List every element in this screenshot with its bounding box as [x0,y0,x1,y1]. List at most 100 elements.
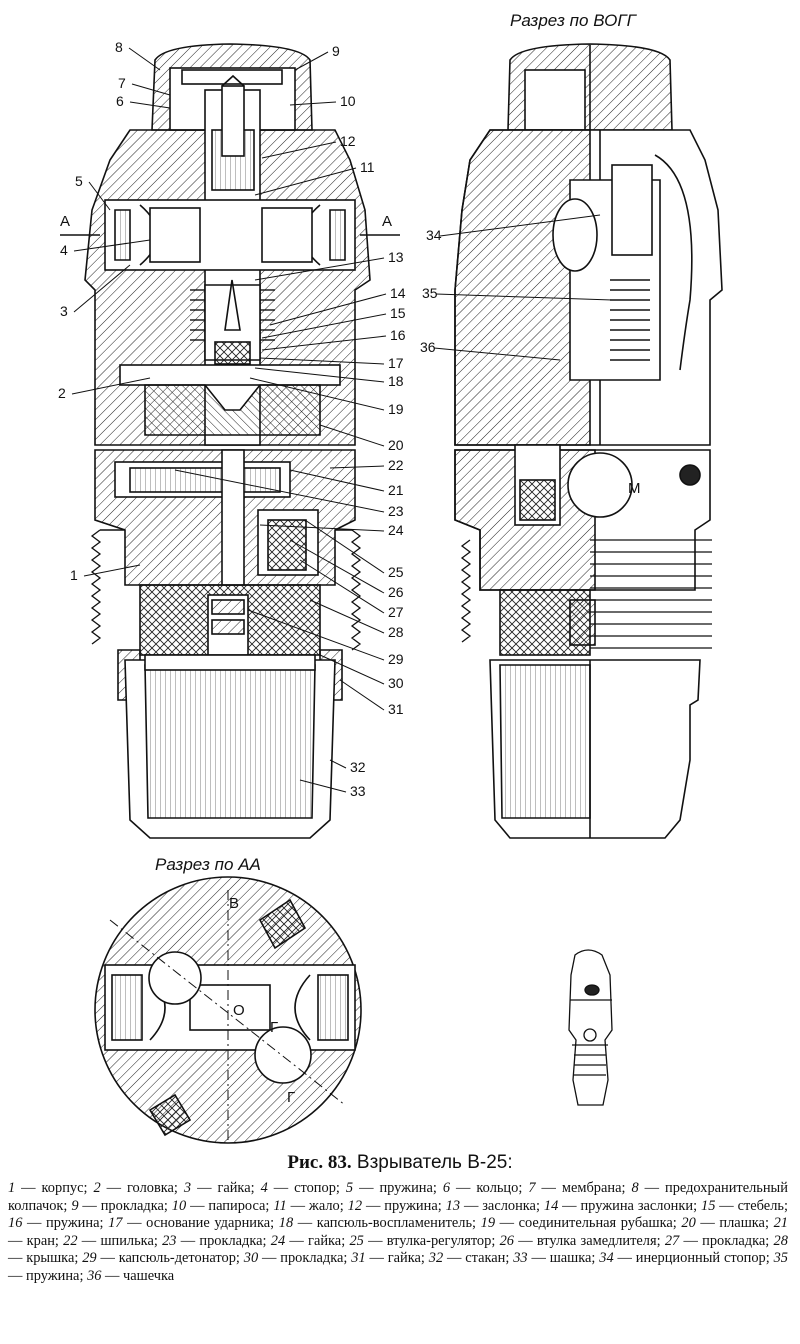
mark-g-top: Г [270,1019,278,1036]
callout-24: 24 [388,522,404,538]
figure-caption: Рис. 83. Взрыватель В-25: 1 — корпус; 2 … [0,1152,800,1286]
callout-8: 8 [115,39,123,55]
legend-item: 7 — мембрана; [528,1180,632,1196]
legend-name: гайка [217,1180,251,1196]
leader-line-2 [71,377,151,395]
callout-25: 25 [388,564,404,580]
legend-item: 34 — инерционный стопор; [599,1250,774,1267]
legend-number: 8 [631,1180,639,1196]
legend-number: 5 [345,1180,354,1196]
legend-item: 16 — пружина; [8,1215,109,1232]
legend-name: гайка [308,1232,342,1249]
legend-item: 9 — прокладка; [71,1197,172,1214]
legend-number: 13 [445,1197,461,1214]
legend-number: 2 [93,1180,101,1196]
legend-number: 7 [528,1180,536,1196]
legend-name: пружина [384,1197,438,1214]
leader-line-7 [131,83,171,96]
legend-number: 18 [278,1215,294,1232]
callout-10: 10 [340,93,356,109]
leader-line-27 [299,559,385,614]
legend-item: 35 — пружина; [8,1250,788,1284]
legend-name: капсюль-детонатор [118,1250,236,1267]
callout-36: 36 [420,339,436,355]
legend-number: 12 [347,1197,363,1214]
legend-name: кольцо [476,1180,519,1196]
leader-line-25 [304,519,385,574]
leader-line-13 [254,257,385,281]
leader-line-30 [319,654,385,685]
legend-number: 14 [543,1197,559,1214]
leader-line-31 [339,679,385,711]
legend-number: 6 [442,1180,451,1196]
callout-12: 12 [340,133,356,149]
legend-item: 17 — основание ударника; [108,1215,279,1232]
legend-number: 1 [8,1180,16,1196]
legend-name: плашка [719,1215,765,1232]
leader-line-1 [83,564,141,577]
leader-line-18 [254,367,385,383]
legend-number: 32 [428,1250,444,1267]
legend-name: чашечка [123,1267,175,1284]
callout-22: 22 [388,457,404,473]
legend-item: 1 — корпус; [8,1180,94,1196]
legend-name: пружина [379,1180,433,1196]
leader-line-36 [433,347,561,361]
callout-21: 21 [388,482,404,498]
leader-line-14 [269,293,387,326]
leader-line-24 [259,524,385,532]
callout-16: 16 [390,327,406,343]
callout-1: 1 [70,567,78,583]
mark-m: М [628,480,641,497]
leader-line-35 [435,293,613,301]
legend-text: 1 — корпус; 2 — головка; 3 — гайка; 4 — … [8,1180,788,1286]
figure-label: Рис. 83. [287,1152,352,1173]
right-section-view [454,43,723,839]
leader-line-5 [88,181,111,211]
mark-b: В [229,895,239,912]
legend-number: 10 [171,1197,187,1214]
legend-name: крышка [26,1250,75,1267]
legend-name: корпус [41,1180,84,1196]
leader-line-10 [289,101,337,106]
legend-name: головка [127,1180,174,1196]
legend-item: 21 — кран; [8,1215,788,1249]
callout-3: 3 [60,303,68,319]
leader-line-23 [174,469,385,513]
legend-name: гайка [387,1250,421,1267]
fuze-drawing: Разрез по ВОГГ Разрез по АА А А В О Г Г … [58,11,723,1144]
legend-number: 9 [71,1197,79,1214]
legend-number: 36 [87,1267,102,1284]
legend-name: шашка [549,1250,592,1267]
leader-line-16 [261,335,387,351]
leader-line-20 [319,424,385,447]
legend-item: 24 — гайка; [270,1232,350,1249]
leader-line-33 [299,779,347,793]
legend-item: 4 — стопор; [260,1180,346,1196]
legend-item: 8 — предохранительный колпачок; [8,1180,788,1214]
legend-name: предохранительный колпачок [8,1180,788,1214]
legend-item: 6 — кольцо; [442,1180,529,1196]
legend-item: 25 — втулка-регулятор; [349,1232,500,1249]
callout-31: 31 [388,701,404,717]
callout-13: 13 [388,249,404,265]
leader-line-3 [73,264,131,313]
callout-26: 26 [388,584,404,600]
leader-line-29 [247,609,385,661]
legend-name: пружина заслонки [580,1197,694,1214]
leader-line-4 [73,239,151,252]
leader-line-22 [329,465,385,469]
leader-line-12 [261,141,337,159]
legend-number: 29 [82,1250,97,1267]
callout-19: 19 [388,401,404,417]
legend-name: мембрана [561,1180,622,1196]
callout-6: 6 [116,93,124,109]
callout-2: 2 [58,385,66,401]
legend-name: стебель [737,1197,784,1214]
legend-number: 16 [8,1215,23,1232]
legend-item: 19 — соединительная рубашка; [480,1215,682,1232]
leader-line-11 [254,167,357,196]
leader-line-9 [294,51,329,71]
legend-item: 32 — стакан; [428,1250,514,1267]
